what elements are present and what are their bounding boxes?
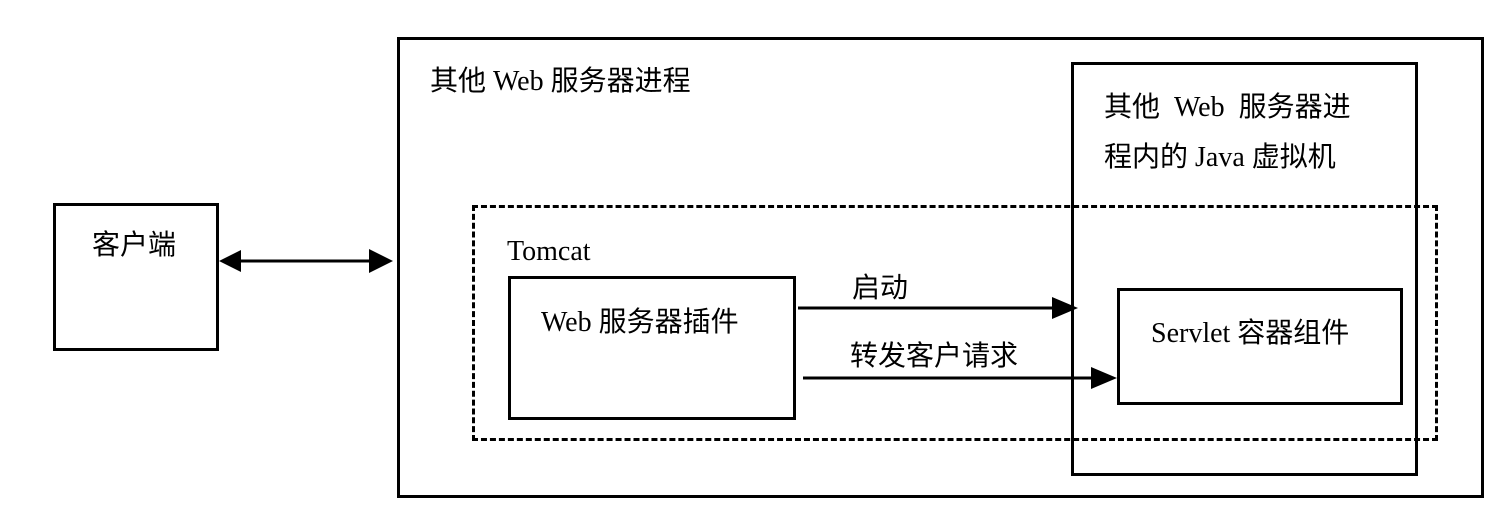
tomcat-dashed-region xyxy=(472,205,1438,441)
web-server-plugin-box xyxy=(508,276,796,420)
tomcat-label: Tomcat xyxy=(507,236,591,267)
jvm-label-line2: 程内的 Java 虚拟机 xyxy=(1104,142,1336,173)
client-box xyxy=(53,203,219,351)
jvm-label-line1: 其他 Web 服务器进 xyxy=(1104,92,1351,123)
forward-arrow-label: 转发客户请求 xyxy=(850,341,1019,372)
outer-process-label: 其他 Web 服务器进程 xyxy=(430,66,691,97)
start-arrow-label: 启动 xyxy=(852,273,909,304)
client-label: 客户端 xyxy=(92,230,177,261)
jvm-box xyxy=(1071,62,1418,476)
connector-arrowhead-left xyxy=(219,250,241,272)
outer-process-box xyxy=(397,37,1484,498)
forward-arrowhead xyxy=(1091,367,1117,389)
servlet-container-label: Servlet 容器组件 xyxy=(1151,318,1350,349)
start-arrowhead xyxy=(1052,297,1078,319)
web-server-plugin-label: Web 服务器插件 xyxy=(541,307,739,338)
connector-arrowhead-right xyxy=(369,249,393,273)
servlet-container-box xyxy=(1117,288,1403,405)
